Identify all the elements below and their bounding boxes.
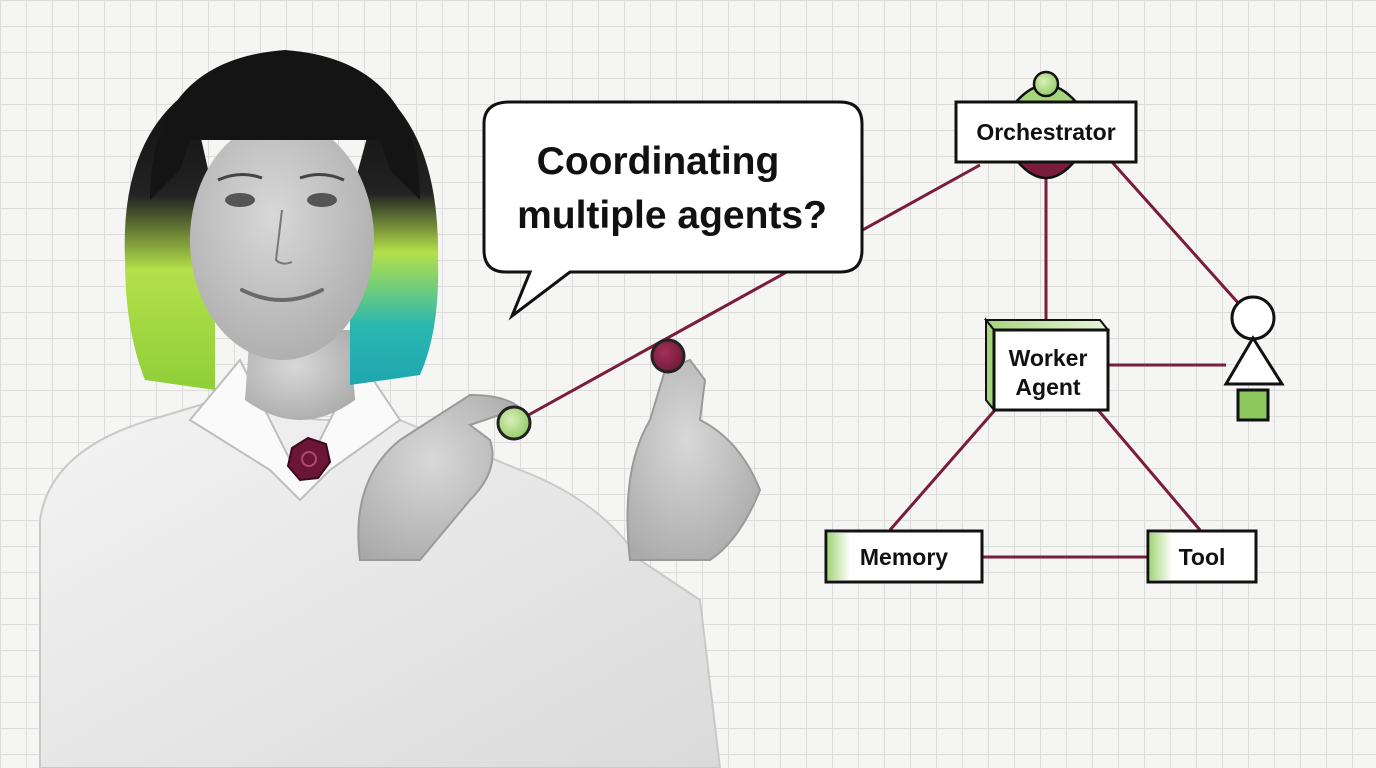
orchestrator-label: Orchestrator xyxy=(976,119,1115,145)
user-base xyxy=(1236,388,1270,422)
diagram-edges xyxy=(513,160,1242,559)
node-orchestrator[interactable]: Orchestrator xyxy=(954,70,1138,180)
edge-orchestrator-to-user xyxy=(1110,160,1242,307)
node-worker-agent[interactable]: Worker Agent xyxy=(983,317,1111,413)
memory-accent xyxy=(828,533,850,580)
hair-bangs xyxy=(150,50,420,200)
mouth xyxy=(240,288,324,302)
user-head xyxy=(1230,295,1276,341)
node-memory[interactable]: Memory xyxy=(824,529,984,584)
face xyxy=(190,120,374,360)
orchestrator-bottom-cap xyxy=(1015,160,1077,180)
worker-box xyxy=(992,328,1110,412)
rose-brooch xyxy=(286,436,332,482)
hair-left xyxy=(124,90,215,390)
speech-bubble: Coordinating multiple agents? xyxy=(482,100,864,321)
right-hand xyxy=(626,358,762,561)
tool-accent xyxy=(1150,533,1172,580)
person-illustration xyxy=(39,50,762,768)
left-hand xyxy=(357,393,522,561)
edge-hand-to-orchestrator xyxy=(513,163,981,425)
tool-label: Tool xyxy=(1179,544,1226,570)
bubble-text-line1: Coordinating xyxy=(537,140,780,183)
memory-label: Memory xyxy=(860,544,948,570)
orchestrator-top-dot xyxy=(1032,70,1060,98)
brow-right xyxy=(299,173,345,182)
eye-right xyxy=(307,193,337,207)
worker-label-line1: Worker xyxy=(1009,345,1088,371)
shirt xyxy=(39,388,722,768)
green-dot-hand[interactable] xyxy=(496,405,532,441)
eye-left xyxy=(225,193,255,207)
nose xyxy=(274,209,293,265)
edge-worker-to-memory xyxy=(888,409,997,531)
bubble-text-line2: multiple agents? xyxy=(517,194,827,237)
brow-left xyxy=(217,173,263,182)
memory-box xyxy=(824,529,984,584)
user-body xyxy=(1223,335,1285,386)
worker-label-line2: Agent xyxy=(1015,374,1081,400)
user-figure-icon[interactable] xyxy=(1223,295,1285,422)
orchestrator-box xyxy=(954,100,1138,164)
edge-worker-to-tool xyxy=(1096,409,1202,531)
maroon-dot-hand[interactable] xyxy=(650,338,686,374)
node-tool[interactable]: Tool xyxy=(1146,529,1258,584)
